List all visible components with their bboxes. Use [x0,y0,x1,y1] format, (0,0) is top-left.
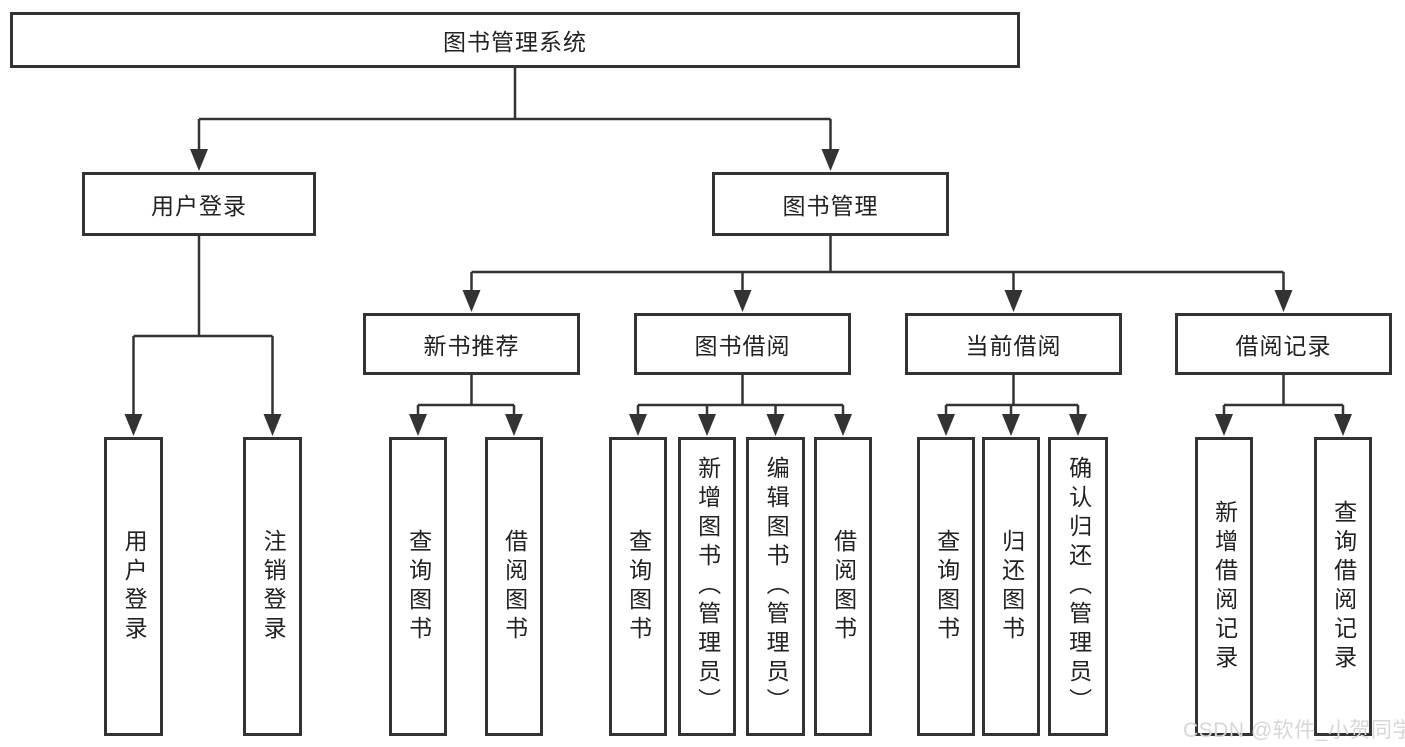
arrowhead-icon [190,149,208,171]
arrowhead-icon [1274,290,1293,312]
node-current-borrow: 当前借阅 [905,313,1122,375]
arrowhead-icon [1215,414,1233,436]
node-v-borrow-book-1: 借阅图书 [485,437,543,736]
node-root: 图书管理系统 [10,12,1020,68]
arrowhead-icon [505,414,523,436]
arrowhead-icon [733,290,752,312]
arrowhead-icon [1004,290,1023,312]
node-v-return-book: 归还图书 [982,437,1040,736]
arrowhead-icon [1334,414,1352,436]
node-v-user-login: 用户登录 [104,437,163,736]
node-v-logout: 注销登录 [243,437,302,736]
node-v-add-borrow-record: 新增借阅记录 [1195,437,1253,736]
arrowhead-icon [834,414,852,436]
node-v-query-borrow-record: 查询借阅记录 [1314,437,1372,736]
node-user-login: 用户登录 [82,172,316,236]
arrowhead-icon [698,414,716,436]
node-book-mgmt: 图书管理 [712,172,949,236]
arrowhead-icon [462,290,481,312]
node-new-book-rec: 新书推荐 [363,313,580,375]
node-borrow-records: 借阅记录 [1175,313,1392,375]
arrowhead-icon [766,414,785,436]
node-v-query-book-1: 查询图书 [389,437,447,736]
node-v-edit-book: 编辑图书（管理员） [746,437,805,736]
node-v-query-book-2: 查询图书 [609,437,667,736]
arrowhead-icon [937,414,955,436]
node-book-borrow: 图书借阅 [634,313,851,375]
arrowhead-icon [1069,414,1087,436]
node-v-confirm-return: 确认归还（管理员） [1048,437,1108,736]
csdn-watermark: CSDN @软件_小贺同学 [1183,719,1405,742]
arrowhead-icon [1002,414,1020,436]
arrowhead-icon [821,149,840,171]
arrowhead-icon [629,414,647,436]
node-v-query-book-3: 查询图书 [917,437,975,736]
node-v-borrow-book-2: 借阅图书 [814,437,872,736]
arrowhead-icon [409,414,427,436]
arrowhead-icon [124,414,143,436]
node-v-add-book: 新增图书（管理员） [678,437,736,736]
arrowhead-icon [263,414,282,436]
